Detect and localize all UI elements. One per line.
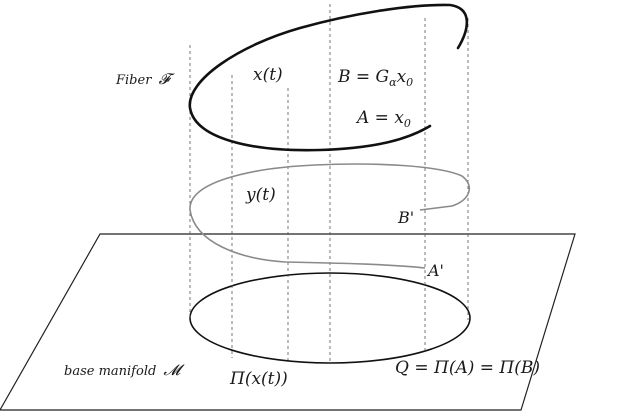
A-prime-label: A' — [426, 261, 444, 280]
curve-x-t — [188, 3, 469, 152]
fiber-label: Fiber 𝓕 — [115, 70, 176, 88]
x-t-label: x(t) — [253, 65, 283, 85]
curve-y-t — [189, 163, 471, 269]
A-label: A = x0 — [355, 108, 411, 130]
B-label: B = Gαx0 — [337, 67, 413, 89]
y-t-label: y(t) — [245, 185, 276, 205]
pi-x-t-label: Π(x(t)) — [229, 369, 288, 389]
base-manifold-plane — [0, 233, 576, 411]
Q-label: Q = Π(A) = Π(B) — [395, 358, 540, 378]
base-manifold-label: base manifold 𝓜 — [64, 361, 185, 379]
projection-guides — [189, 4, 469, 363]
B-prime-label: B' — [397, 208, 414, 227]
